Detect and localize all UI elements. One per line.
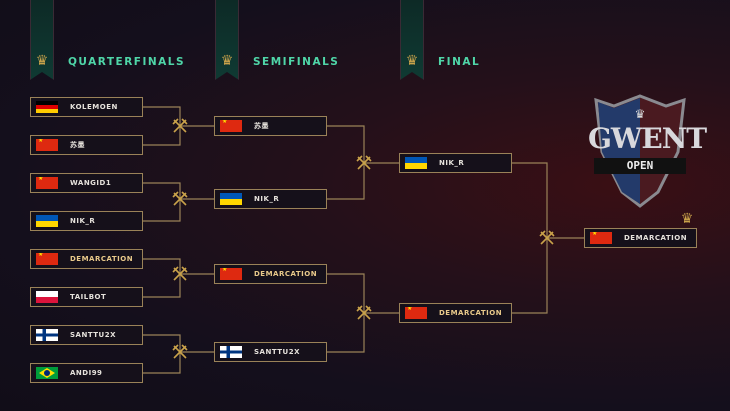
flag-germany-icon <box>36 101 58 113</box>
player-name: 苏墨 <box>254 122 269 130</box>
crossed-swords-icon <box>172 344 188 360</box>
crossed-swords-icon <box>172 118 188 134</box>
logo-subtitle: OPEN <box>626 159 654 172</box>
quarterfinals-banner <box>30 0 54 80</box>
flag-ukraine-icon <box>405 157 427 169</box>
player-slot-qf-8[interactable]: ANDI99 <box>30 363 143 383</box>
player-name: WANGID1 <box>70 179 112 187</box>
player-name: NIK_R <box>254 195 280 203</box>
champion-crown-icon: ♛ <box>680 211 694 227</box>
player-slot-sf-4[interactable]: SANTTU2X <box>214 342 327 362</box>
round-title-quarterfinals: QUARTERFINALS <box>68 56 186 68</box>
player-slot-qf-7[interactable]: SANTTU2X <box>30 325 143 345</box>
player-slot-qf-6[interactable]: TAILBOT <box>30 287 143 307</box>
flag-china-icon: ★ <box>220 120 242 132</box>
player-slot-qf-4[interactable]: NIK_R <box>30 211 143 231</box>
player-name: SANTTU2X <box>70 331 116 339</box>
player-slot-qf-5[interactable]: ★ DEMARCATION <box>30 249 143 269</box>
flag-finland-icon <box>36 329 58 341</box>
flag-poland-icon <box>36 291 58 303</box>
player-slot-sf-2[interactable]: NIK_R <box>214 189 327 209</box>
logo-title: GWENT <box>588 122 707 155</box>
player-name: KOLEMOEN <box>70 103 118 111</box>
crossed-swords-icon <box>172 191 188 207</box>
final-banner <box>400 0 424 80</box>
player-name: NIK_R <box>439 159 465 167</box>
player-name: DEMARCATION <box>70 255 134 263</box>
player-name: DEMARCATION <box>624 234 688 242</box>
crossed-swords-icon <box>539 230 555 246</box>
crossed-swords-icon <box>172 266 188 282</box>
player-slot-champion[interactable]: ★ DEMARCATION <box>584 228 697 248</box>
flag-ukraine-icon <box>220 193 242 205</box>
gwent-open-logo: ♛ GWENT OPEN <box>588 92 707 208</box>
player-name: DEMARCATION <box>439 309 503 317</box>
semifinals-banner <box>215 0 239 80</box>
player-name: SANTTU2X <box>254 348 300 356</box>
player-slot-sf-1[interactable]: ★ 苏墨 <box>214 116 327 136</box>
round-title-final: FINAL <box>438 56 481 68</box>
player-slot-final-2[interactable]: ★ DEMARCATION <box>399 303 512 323</box>
player-slot-sf-3[interactable]: ★ DEMARCATION <box>214 264 327 284</box>
flag-china-icon: ★ <box>36 253 58 265</box>
svg-text:♛: ♛ <box>635 107 646 121</box>
player-name: TAILBOT <box>70 293 107 301</box>
player-name: 苏墨 <box>70 141 85 149</box>
player-name: NIK_R <box>70 217 96 225</box>
player-slot-qf-1[interactable]: KOLEMOEN <box>30 97 143 117</box>
crossed-swords-icon <box>356 305 372 321</box>
player-name: DEMARCATION <box>254 270 318 278</box>
player-name: ANDI99 <box>70 369 103 377</box>
crossed-swords-icon <box>356 155 372 171</box>
player-slot-qf-3[interactable]: ★ WANGID1 <box>30 173 143 193</box>
flag-china-icon: ★ <box>220 268 242 280</box>
flag-china-icon: ★ <box>405 307 427 319</box>
crown-icon: ♛ <box>220 53 234 69</box>
flag-finland-icon <box>220 346 242 358</box>
flag-ukraine-icon <box>36 215 58 227</box>
player-slot-final-1[interactable]: NIK_R <box>399 153 512 173</box>
crown-icon: ♛ <box>35 53 49 69</box>
flag-china-icon: ★ <box>36 139 58 151</box>
crown-icon: ♛ <box>405 53 419 69</box>
player-slot-qf-2[interactable]: ★ 苏墨 <box>30 135 143 155</box>
flag-china-icon: ★ <box>36 177 58 189</box>
round-title-semifinals: SEMIFINALS <box>253 56 340 68</box>
flag-brazil-icon <box>36 367 58 379</box>
flag-china-icon: ★ <box>590 232 612 244</box>
